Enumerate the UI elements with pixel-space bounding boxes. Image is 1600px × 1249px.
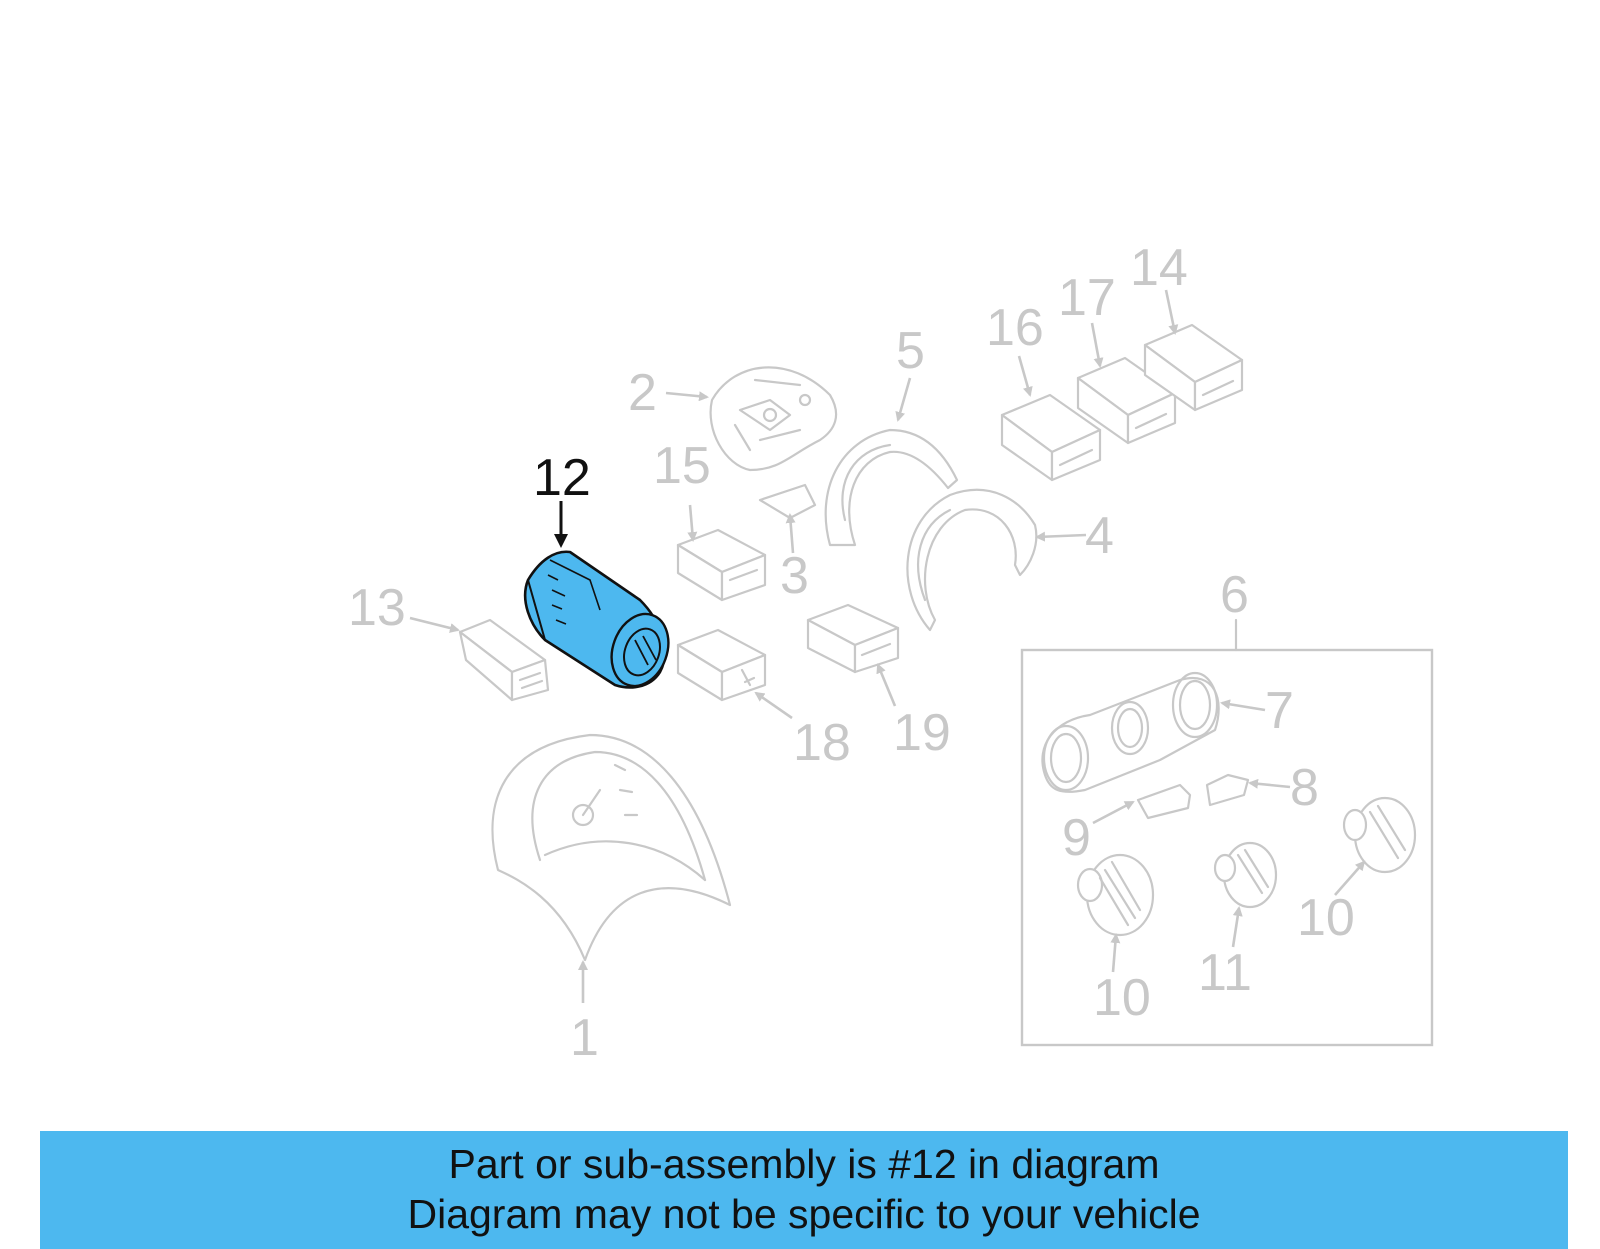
part-3-trim[interactable]: [758, 483, 817, 520]
callout-4: 4: [1085, 507, 1114, 565]
callout-8: 8: [1290, 759, 1319, 817]
callout-19: 19: [893, 704, 951, 762]
part-17-vent[interactable]: [1076, 356, 1177, 445]
part-10-knob-right[interactable]: [1342, 796, 1417, 874]
part-16-vent[interactable]: [1000, 393, 1102, 482]
callout-3: 3: [780, 547, 809, 605]
callout-arrows: [409, 289, 1366, 1003]
info-banner: Part or sub-assembly is #12 in diagram D…: [40, 1131, 1568, 1249]
part-11-knob-center[interactable]: [1213, 841, 1278, 909]
callout-15: 15: [653, 437, 711, 495]
callout-17: 17: [1058, 269, 1116, 327]
callout-14: 14: [1130, 239, 1188, 297]
part-4-arch-trim[interactable]: [906, 488, 1038, 632]
part-13-connector-switch[interactable]: [458, 618, 550, 702]
callout-labels: 1 2 3 4 5 6 7 8 9 10 10 11 12 13 14 15 1…: [348, 239, 1355, 1067]
callout-13: 13: [348, 579, 406, 637]
callout-6: 6: [1220, 566, 1249, 624]
callout-10-right: 10: [1297, 889, 1355, 947]
callout-16: 16: [986, 299, 1044, 357]
callout-10-left: 10: [1093, 969, 1151, 1027]
part-10-knob-left[interactable]: [1076, 853, 1155, 937]
callout-12: 12: [533, 449, 591, 507]
callout-5: 5: [896, 322, 925, 380]
part-15-switch-blank[interactable]: [676, 528, 767, 602]
callout-11: 11: [1198, 944, 1252, 1002]
banner-line-2: Diagram may not be specific to your vehi…: [407, 1191, 1201, 1237]
callout-7: 7: [1265, 682, 1294, 740]
callout-1: 1: [570, 1009, 599, 1067]
part-6-control-assembly[interactable]: [1020, 618, 1434, 1047]
part-5-arch-trim[interactable]: [824, 428, 959, 547]
part-12-headlamp-switch[interactable]: [523, 550, 678, 694]
callout-18: 18: [793, 714, 851, 772]
callout-9: 9: [1062, 809, 1091, 867]
part-9-button[interactable]: [1136, 783, 1192, 820]
banner-line-1: Part or sub-assembly is #12 in diagram: [448, 1141, 1160, 1187]
part-8-button[interactable]: [1205, 773, 1250, 807]
part-1-instrument-cluster[interactable]: [491, 733, 732, 962]
part-2-housing[interactable]: [709, 366, 838, 472]
callout-2: 2: [628, 364, 657, 422]
part-19-switch[interactable]: [806, 603, 900, 674]
part-18-switch[interactable]: [676, 628, 767, 702]
part-7-control-panel[interactable]: [1041, 671, 1220, 793]
